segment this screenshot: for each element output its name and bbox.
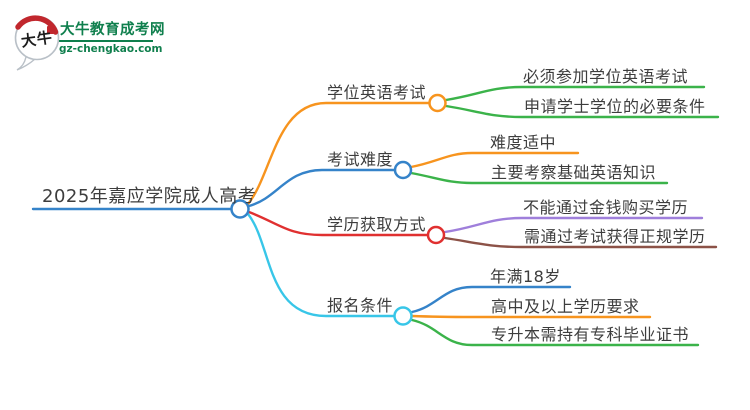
branch3-connector — [247, 210, 429, 237]
speech-bubble-tail — [16, 56, 36, 71]
branch4-child1-line — [410, 285, 572, 314]
branch3-child2-line — [443, 236, 718, 249]
logo-site-name: 大牛教育成考网 — [60, 22, 165, 38]
branch3-child2-label: 需通过考试获得正规学历 — [524, 227, 706, 246]
branch1-child2-label: 申请学士学位的必要条件 — [524, 97, 706, 116]
root-node-circle — [230, 199, 250, 219]
branch1-label: 学位英语考试 — [327, 83, 427, 102]
branch4-child3-line — [410, 318, 700, 347]
branch2-connector — [247, 168, 396, 208]
branch4-connector — [246, 212, 396, 318]
branch3-node-circle — [426, 225, 446, 245]
branch4-child2-line — [410, 314, 652, 319]
branch1-node-circle — [428, 93, 447, 113]
logo-icon-text: 大牛 — [20, 28, 54, 50]
branch4-label: 报名条件 — [327, 296, 394, 315]
branch2-child1-label: 难度适中 — [490, 133, 557, 152]
branch3-child1-label: 不能通过金钱购买学历 — [523, 198, 689, 217]
branch3-label: 学历获取方式 — [327, 215, 427, 234]
branch1-connector — [246, 101, 431, 206]
branch3-child1-line — [443, 216, 704, 234]
logo-icon: 大牛 — [14, 15, 60, 71]
branch2-child1-line — [409, 151, 580, 169]
logo-divider — [59, 40, 153, 42]
root-node-label: 2025年嘉应学院成人高考 — [42, 186, 257, 207]
branch4-child3-label: 专升本需持有专科毕业证书 — [491, 325, 690, 344]
branch4-child1-label: 年满18岁 — [490, 267, 561, 286]
branch1-child1-label: 必须参加学位英语考试 — [523, 67, 689, 86]
branch2-node-circle — [393, 160, 413, 180]
logo-site-url: gz-chengkao.com — [59, 43, 163, 55]
branch2-label: 考试难度 — [327, 150, 394, 169]
branch2-child2-line — [409, 171, 669, 185]
branch4-node-circle — [393, 306, 413, 326]
branch4-child2-label: 高中及以上学历要求 — [491, 297, 640, 316]
branch1-child2-line — [444, 104, 720, 119]
branch1-child1-line — [444, 85, 706, 102]
logo-seal — [47, 26, 54, 34]
branch2-child2-label: 主要考察基础英语知识 — [491, 163, 657, 182]
